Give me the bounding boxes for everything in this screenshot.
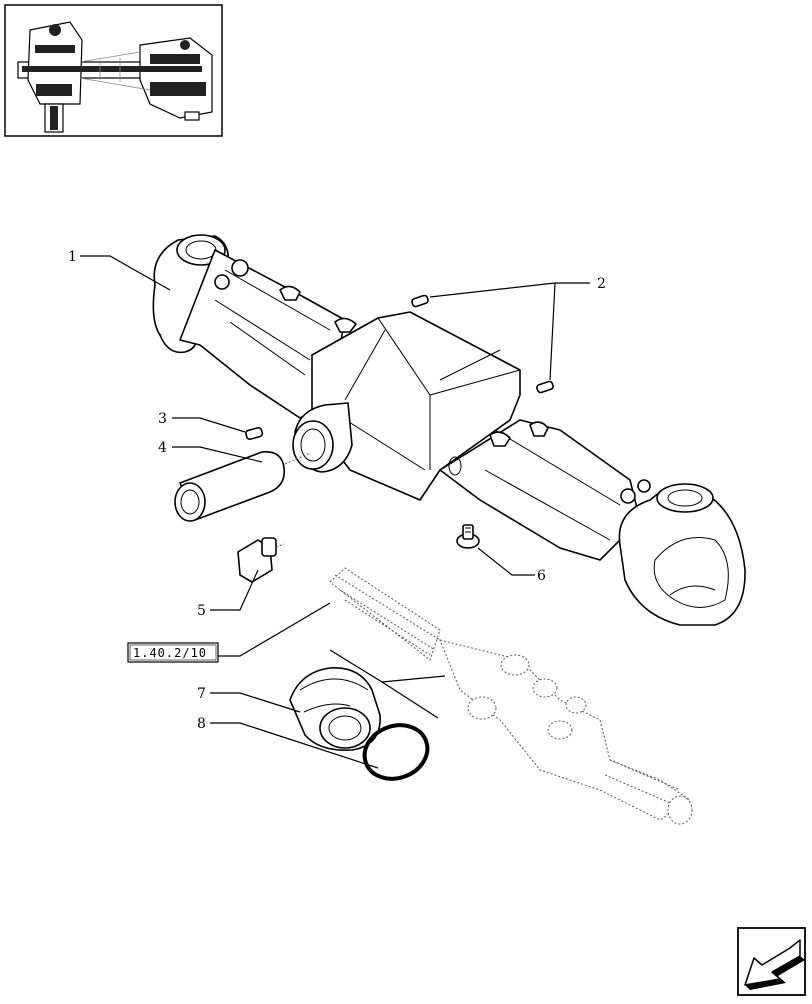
callout-labels: 1 2 3 4 5 6 7 8 — [68, 249, 606, 732]
callout-2: 2 — [597, 276, 606, 292]
drive-shaft-reference — [329, 567, 693, 825]
drain-plug-part — [237, 537, 285, 583]
dowel-pin-part — [411, 294, 554, 394]
o-ring-part — [362, 723, 430, 781]
filler-plug-part — [456, 524, 480, 549]
callout-7: 7 — [197, 686, 206, 702]
axle-housing-part — [152, 234, 746, 626]
callout-4: 4 — [158, 440, 167, 456]
callout-3: 3 — [158, 411, 167, 427]
callout-5: 5 — [197, 603, 206, 619]
seal-ring-part — [289, 667, 381, 752]
axle-overview-thumbnail[interactable] — [4, 4, 223, 137]
bushing-sleeve-part — [174, 451, 311, 522]
callout-1: 1 — [68, 249, 77, 265]
reference-link-text: 1.40.2/10 — [133, 646, 207, 660]
callout-6: 6 — [537, 568, 546, 584]
reference-link-box[interactable]: 1.40.2/10 — [127, 642, 219, 663]
leader-lines — [80, 255, 590, 769]
small-pin-part — [245, 426, 264, 441]
callout-8: 8 — [197, 716, 206, 732]
back-arrow-icon[interactable] — [737, 927, 806, 996]
